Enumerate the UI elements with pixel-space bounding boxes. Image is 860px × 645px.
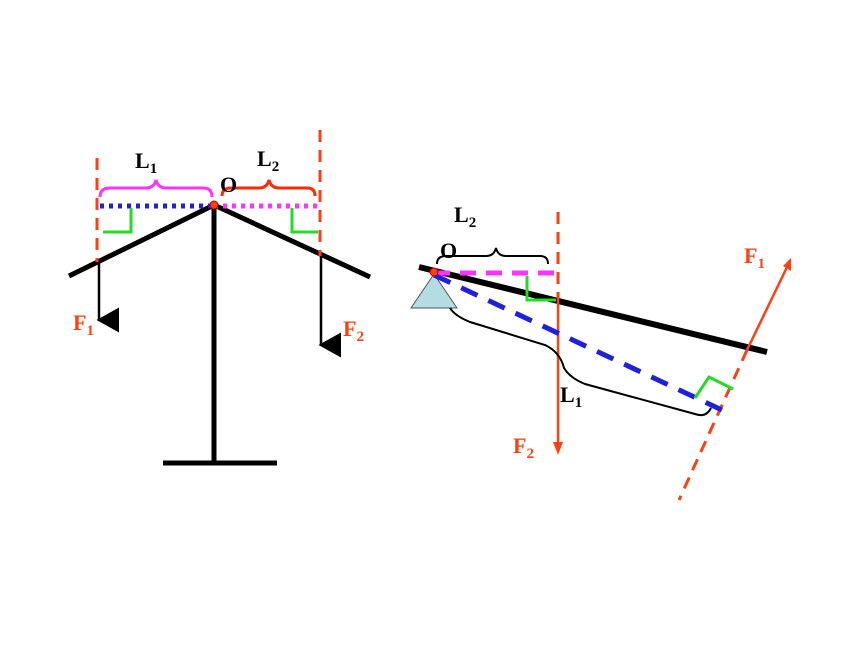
left-pivot-label: O	[220, 172, 237, 197]
right-force-arrow-1-head	[783, 258, 791, 271]
left-right-angle-1	[103, 208, 133, 234]
left-force2-label: F2	[343, 316, 364, 345]
right-pivot-point	[429, 267, 439, 277]
left-arm2-label: L2	[257, 146, 279, 175]
right-arm1-label: L1	[560, 382, 582, 411]
right-line-of-action-1	[677, 349, 749, 501]
left-arm1-label: L1	[135, 148, 157, 177]
right-lever-bar	[418, 264, 768, 355]
right-force1-label: F1	[744, 243, 765, 272]
left-lever-right-arm	[212, 202, 372, 280]
left-lever-left-arm	[67, 202, 216, 279]
right-force-arrow-1	[745, 264, 790, 351]
right-right-angle-1	[693, 375, 734, 399]
right-brace-l1	[449, 307, 712, 417]
right-force-arrow-2-head	[553, 442, 563, 455]
right-force2-label: F2	[513, 433, 534, 462]
right-lever-diagram: O L2 L1 F1 F2	[410, 202, 791, 501]
left-force1-label: F1	[73, 310, 94, 339]
right-fulcrum	[410, 273, 458, 309]
right-brace-l2	[436, 247, 549, 265]
right-pivot-label: O	[440, 238, 457, 263]
left-lever-diagram: O L1 L2 F1 F2	[67, 130, 372, 466]
left-pivot-point	[209, 200, 219, 210]
right-right-angle-2	[525, 276, 556, 302]
left-brace-l1	[98, 179, 214, 198]
left-brace-l2	[220, 179, 317, 197]
left-right-angle-2	[290, 208, 318, 234]
right-arm1-dashed	[432, 272, 724, 413]
right-arm2-label: L2	[454, 202, 476, 231]
